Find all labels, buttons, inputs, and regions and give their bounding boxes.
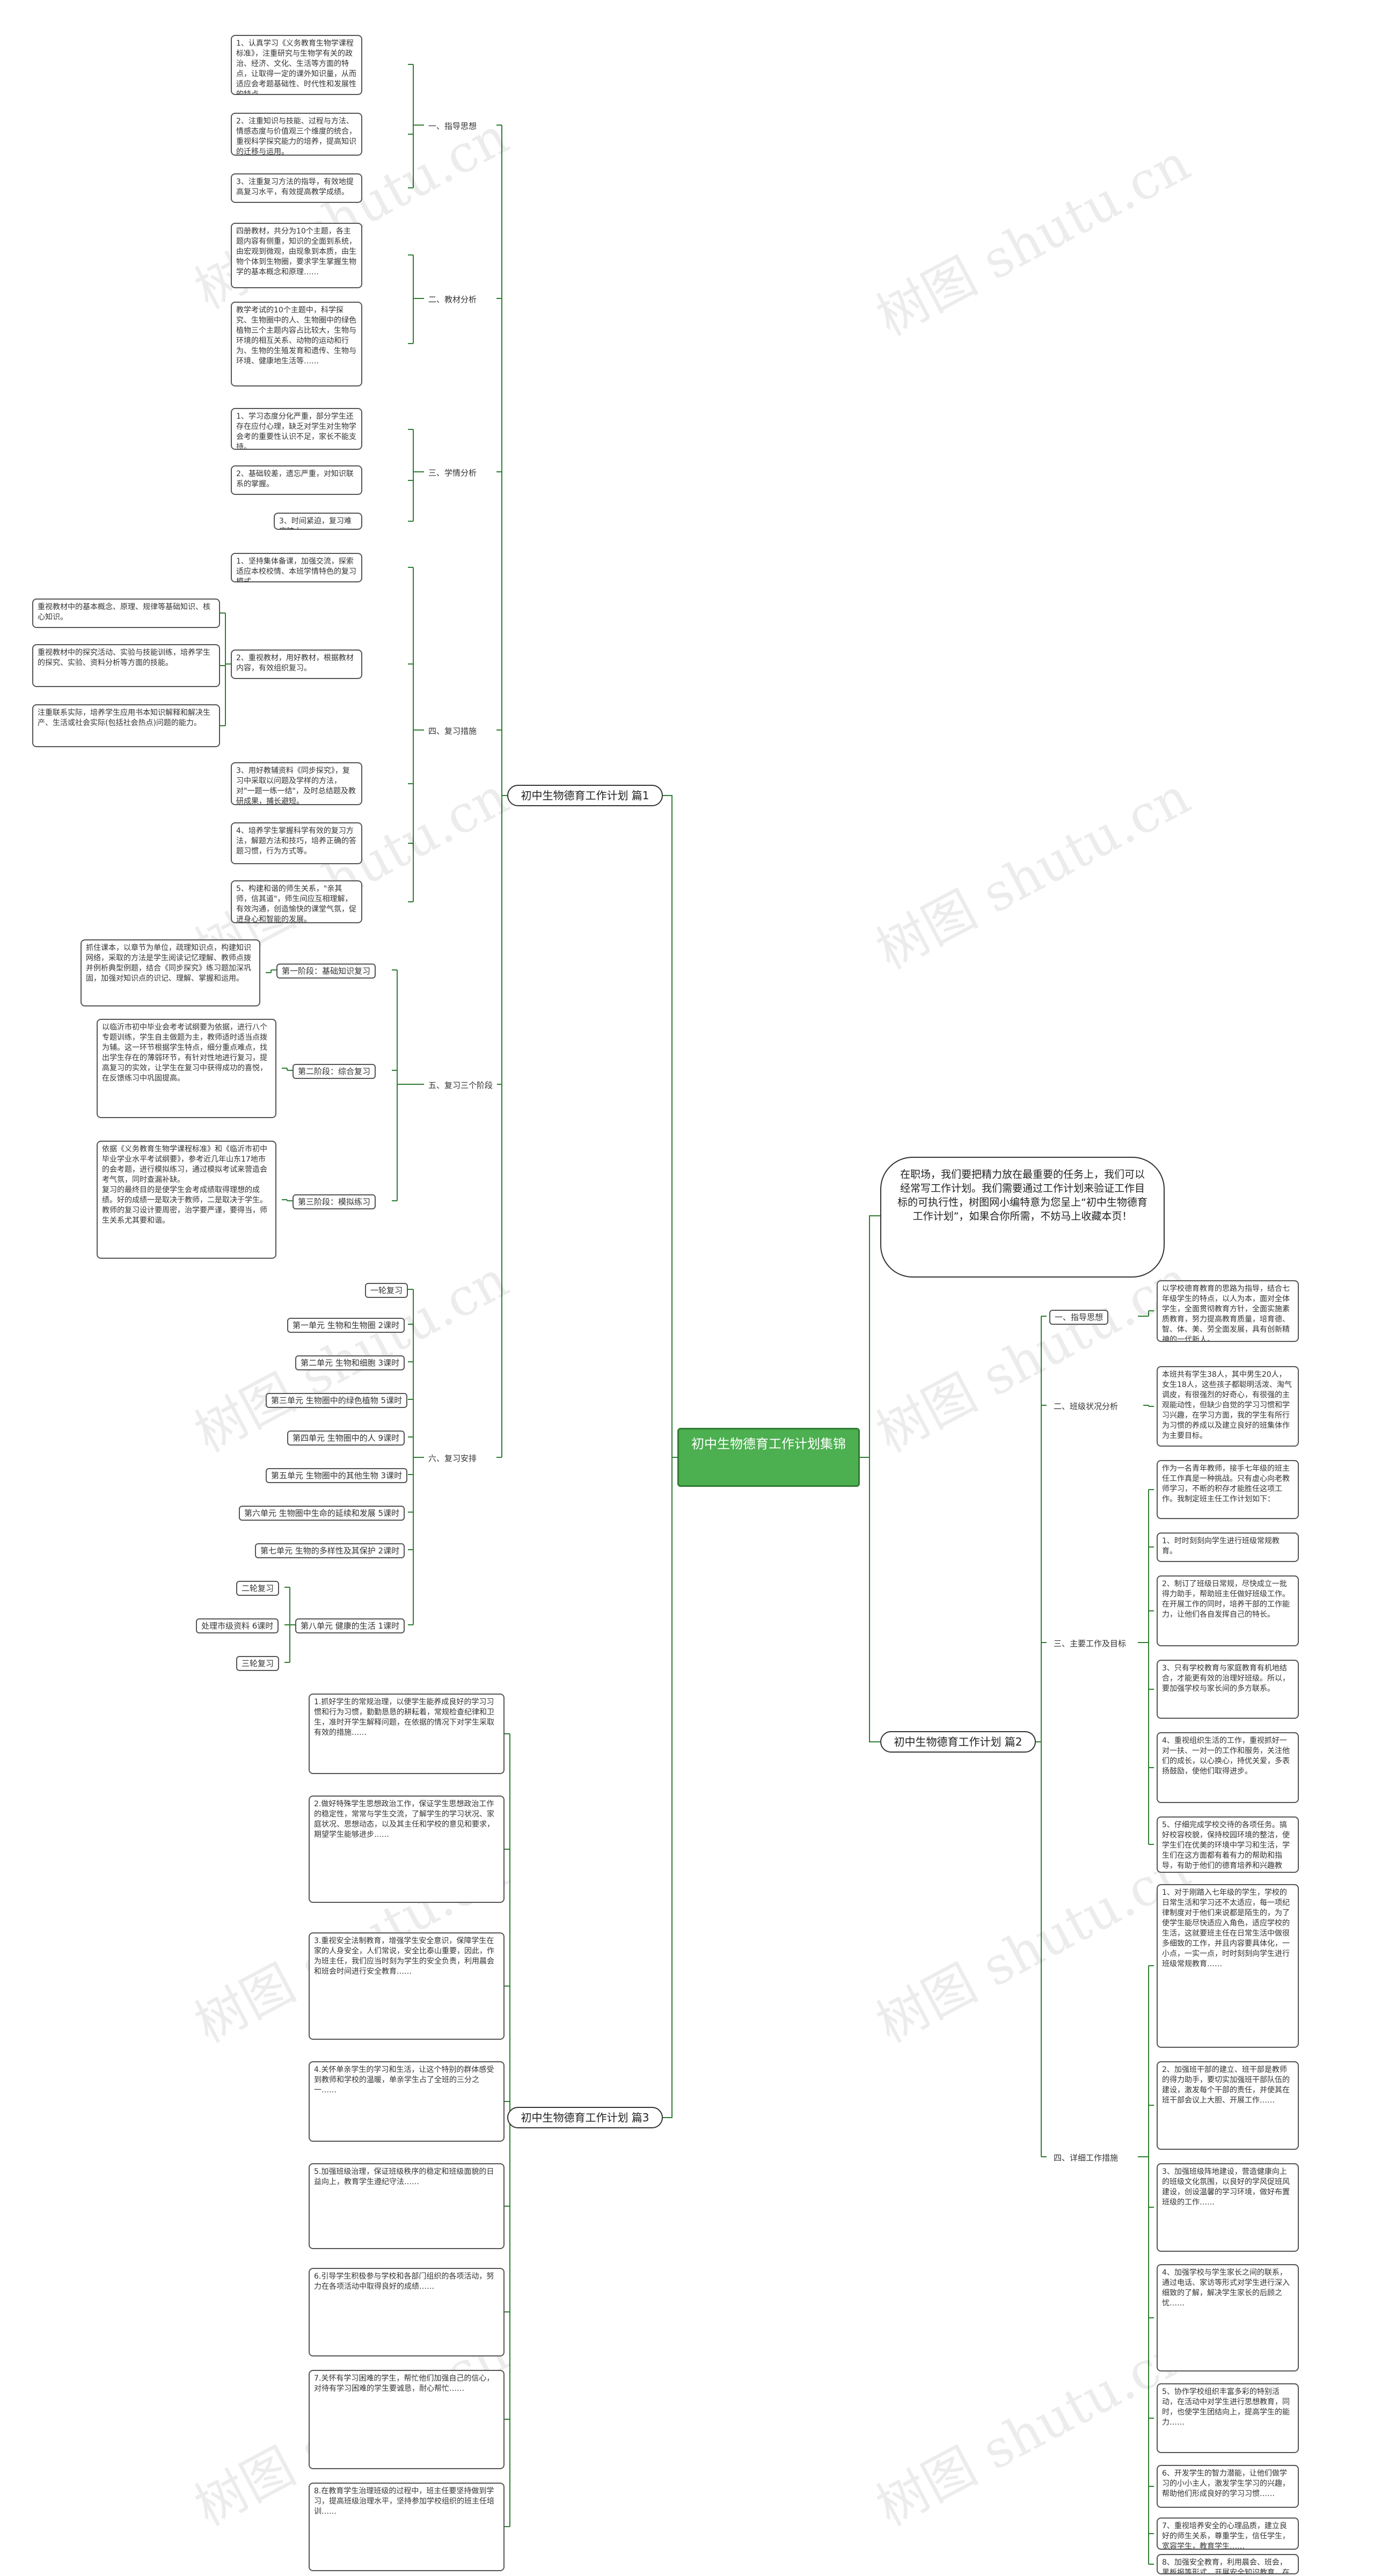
- connector: [860, 1215, 880, 1458]
- p2-measure-item[interactable]: 2、加强班干部的建立、班干部是教师的得力助手，要切实加强班干部队伍的建设，激发每…: [1157, 2061, 1299, 2150]
- p1-unit[interactable]: 第四单元 生物圈中的人 9课时: [287, 1431, 405, 1446]
- p3-item[interactable]: 6.引导学生积极参与学校和各部门组织的各项活动，努力在各项活动中取得良好的成绩……: [309, 2268, 505, 2356]
- p1-section-textbook[interactable]: 二、教材分析: [424, 293, 481, 306]
- p1-measure-subitem[interactable]: 重视教材中的基本概念、原理、规律等基础知识、核心知识。: [32, 599, 220, 628]
- p1-phase-1[interactable]: 第一阶段：基础知识复习: [276, 964, 376, 979]
- p1-textbook-item[interactable]: 教学考试的10个主题中，科学探究、生物圈中的人、生物圈中的绿色植物三个主题内容占…: [231, 302, 362, 386]
- intro-bubble[interactable]: 在职场，我们要把精力放在最重要的任务上，我们可以经常写工作计划。我们需要通过工作…: [880, 1157, 1165, 1278]
- p3-item[interactable]: 5.加强班级治理，保证班级秩序的稳定和班级面貌的日益向上，教育学生遵纪守法……: [309, 2163, 505, 2249]
- p2-goal-item[interactable]: 1、时时刻刻向学生进行班级常规教育。: [1157, 1533, 1299, 1562]
- p3-item[interactable]: 8.在教育学生治理班级的过程中，班主任要坚持做到学习，提高班级治理水平，坚持参加…: [309, 2483, 505, 2571]
- p2-measure-item[interactable]: 7、重视培养安全的心理品质，建立良好的师生关系，尊重学生，信任学生，宽容学生，教…: [1157, 2517, 1299, 2550]
- p1-unit[interactable]: 第六单元 生物圈中生命的延续和发展 5课时: [239, 1506, 405, 1521]
- connector: [663, 1457, 677, 2118]
- p1-section-schedule[interactable]: 六、复习安排: [424, 1452, 481, 1465]
- p1-phase-1-text[interactable]: 抓住课本，以章节为单位，疏理知识点，构建知识网络，采取的方法是学生阅读记忆理解、…: [81, 939, 260, 1006]
- p1-section-students[interactable]: 三、学情分析: [424, 466, 481, 479]
- p2-measure-item[interactable]: 3、加强班级阵地建设，营造健康向上的班级文化氛围，以良好的学风促班风建设，创设温…: [1157, 2163, 1299, 2252]
- p3-item[interactable]: 4.关怀单亲学生的学习和生活，让这个特别的群体感受到教师和学校的温暖，单亲学生占…: [309, 2061, 505, 2142]
- p2-section-measures[interactable]: 四、详细工作措施: [1049, 2151, 1123, 2164]
- p1-textbook-item[interactable]: 四册教材，共分为10个主题，各主题内容有侧重，知识的全面到系统，由宏观到微观，由…: [231, 223, 362, 288]
- p1-unit-extra[interactable]: 二轮复习: [236, 1581, 280, 1596]
- p3-item[interactable]: 7.关怀有学习困难的学生，帮忙他们加强自己的信心，对待有学习困难的学生要诚恳，耐…: [309, 2370, 505, 2469]
- connector: [663, 795, 677, 1458]
- p1-unit[interactable]: 第三单元 生物圈中的绿色植物 5课时: [266, 1393, 408, 1408]
- p2-guiding-text[interactable]: 以学校德育教育的思路为指导，结合七年级学生的特点，以人为本，面对全体学生，全面贯…: [1157, 1280, 1299, 1342]
- p1-unit[interactable]: 第一单元 生物和生物圈 2课时: [287, 1318, 405, 1333]
- p1-phase-2-text[interactable]: 以临沂市初中毕业会考考试纲要为依据，进行八个专题训练，学生自主做题为主，教师适时…: [97, 1019, 276, 1118]
- p2-goal-item[interactable]: 2、制订了班级日常规，尽快成立一批得力助手，帮助班主任做好班级工作。在开展工作的…: [1157, 1575, 1299, 1646]
- p1-students-item[interactable]: 3、时间紧迫，复习难度较大。: [274, 513, 362, 530]
- p1-guiding-item[interactable]: 3、注重复习方法的指导，有效地提高复习水平，有效提高教学成绩。: [231, 173, 362, 203]
- p2-class-text[interactable]: 本班共有学生38人，其中男生20人，女生18人，这些孩子都聪明活泼、淘气调皮，有…: [1157, 1366, 1299, 1447]
- p1-section-guiding[interactable]: 一、指导思想: [424, 120, 481, 133]
- p1-students-item[interactable]: 2、基础较差，遗忘严重，对知识联系的掌握。: [231, 465, 362, 495]
- p1-measure-item[interactable]: 1、坚持集体备课，加强交流，探索适应本校校情、本班学情特色的复习模式。: [231, 553, 362, 582]
- branch-plan3[interactable]: 初中生物德育工作计划 篇3: [507, 2107, 663, 2128]
- p1-unit[interactable]: 第二单元 生物和细胞 3课时: [295, 1355, 405, 1370]
- p2-measure-item[interactable]: 1、对于刚踏入七年级的学生，学校的日常生活和学习还不太适应，每一项纪律制度对于他…: [1157, 1884, 1299, 2048]
- p2-goal-item[interactable]: 5、仔细完成学校交待的各项任务。搞好校容校貌，保持校园环境的整洁，使学生们在优美…: [1157, 1816, 1299, 1873]
- p1-unit-extra[interactable]: 三轮复习: [236, 1656, 280, 1671]
- p2-goal-item[interactable]: 3、只有学校教育与家庭教育有机地结合，才能更有效的治理好班级。所以，要加强学校与…: [1157, 1660, 1299, 1719]
- p2-section-class[interactable]: 二、班级状况分析: [1049, 1400, 1123, 1413]
- p1-measure-subitem[interactable]: 注重联系实际，培养学生应用书本知识解释和解决生产、生活或社会实际(包括社会热点)…: [32, 704, 220, 747]
- p1-guiding-item[interactable]: 2、注重知识与技能、过程与方法、情感态度与价值观三个维度的统合，重视科学探究能力…: [231, 113, 362, 156]
- p1-unit[interactable]: 第五单元 生物圈中的其他生物 3课时: [266, 1468, 408, 1483]
- p1-measure-item[interactable]: 2、重视教材，用好教材，根据教材内容，有效组织复习。: [231, 650, 362, 679]
- p2-measure-item[interactable]: 6、开发学生的智力潜能，让他们做学习的小小主人，激发学生学习的兴趣，帮助他们形成…: [1157, 2465, 1299, 2508]
- p1-students-item[interactable]: 1、学习态度分化严重，部分学生还存在应付心理，缺乏对学生对生物学会考的重要性认识…: [231, 408, 362, 450]
- p2-measure-item[interactable]: 5、协作学校组织丰富多彩的特别活动，在活动中对学生进行思想教育，同时，也使学生团…: [1157, 2383, 1299, 2453]
- p1-measure-item[interactable]: 4、培养学生掌握科学有效的复习方法，解题方法和技巧，培养正确的答题习惯，行为方式…: [231, 822, 362, 864]
- p2-section-guiding[interactable]: 一、指导思想: [1049, 1310, 1109, 1325]
- p1-unit[interactable]: 一轮复习: [365, 1283, 408, 1298]
- p2-section-goals[interactable]: 三、主要工作及目标: [1049, 1637, 1131, 1650]
- p2-measure-item[interactable]: 8、加强安全教育，利用晨会、班会，黑板报等形式，开展安全知识教育，在平常多深入了…: [1157, 2554, 1299, 2574]
- p1-measure-item[interactable]: 3、用好教辅资料《同步探究》，复习中采取以问题及学样的方法，对"一题一练一结"，…: [231, 762, 362, 805]
- p2-goal-item[interactable]: 4、重视组织生活的工作，重视抓好一对一扶、一对一的工作和服务，关注他们的成长，以…: [1157, 1732, 1299, 1803]
- p3-item[interactable]: 2.做好特殊学生思想政治工作，保证学生思想政治工作的稳定性，常常与学生交流，了解…: [309, 1796, 505, 1903]
- p1-phase-2[interactable]: 第二阶段：综合复习: [293, 1064, 376, 1079]
- root-node[interactable]: 初中生物德育工作计划集锦: [677, 1428, 860, 1487]
- p1-section-phases[interactable]: 五、复习三个阶段: [424, 1079, 498, 1092]
- p2-goal-item[interactable]: 作为一名青年教师，接手七年级的班主任工作真是一种挑战。只有虚心向老教师学习，不断…: [1157, 1460, 1299, 1519]
- p1-phase-3[interactable]: 第三阶段：模拟练习: [293, 1194, 376, 1209]
- p3-item[interactable]: 3.重视安全法制教育，增强学生安全意识，保障学生在家的人身安全，人们常说，安全比…: [309, 1932, 505, 2040]
- connector: [860, 1457, 880, 1742]
- branch-plan2[interactable]: 初中生物德育工作计划 篇2: [880, 1731, 1036, 1753]
- p1-unit[interactable]: 第八单元 健康的生活 1课时: [295, 1618, 405, 1633]
- branch-plan1[interactable]: 初中生物德育工作计划 篇1: [507, 785, 663, 806]
- p1-measure-subitem[interactable]: 重视教材中的探究活动、实验与技能训练，培养学生的探究、实验、资料分析等方面的技能…: [32, 644, 220, 687]
- p1-unit-extra[interactable]: 处理市级资料 6课时: [196, 1618, 279, 1633]
- p1-guiding-item[interactable]: 1、认真学习《义务教育生物学课程标准》，注重研究与生物学有关的政治、经济、文化、…: [231, 35, 362, 95]
- p1-unit[interactable]: 第七单元 生物的多样性及其保护 2课时: [255, 1543, 405, 1558]
- p1-phase-3-text[interactable]: 依据《义务教育生物学课程标准》和《临沂市初中毕业学业水平考试纲要》，参考近几年山…: [97, 1141, 276, 1259]
- p3-item[interactable]: 1.抓好学生的常规治理，以便学生能养成良好的学习习惯和行为习惯，勤勤恳恳的耕耘着…: [309, 1694, 505, 1774]
- p1-section-measures[interactable]: 四、复习措施: [424, 725, 481, 738]
- p1-measure-item[interactable]: 5、构建和谐的师生关系，"亲其师，信其道"，师生间应互相理解，有效沟通，创造愉快…: [231, 880, 362, 923]
- p2-measure-item[interactable]: 4、加强学校与学生家长之间的联系，通过电话、家访等形式对学生进行深入细致的了解，…: [1157, 2264, 1299, 2371]
